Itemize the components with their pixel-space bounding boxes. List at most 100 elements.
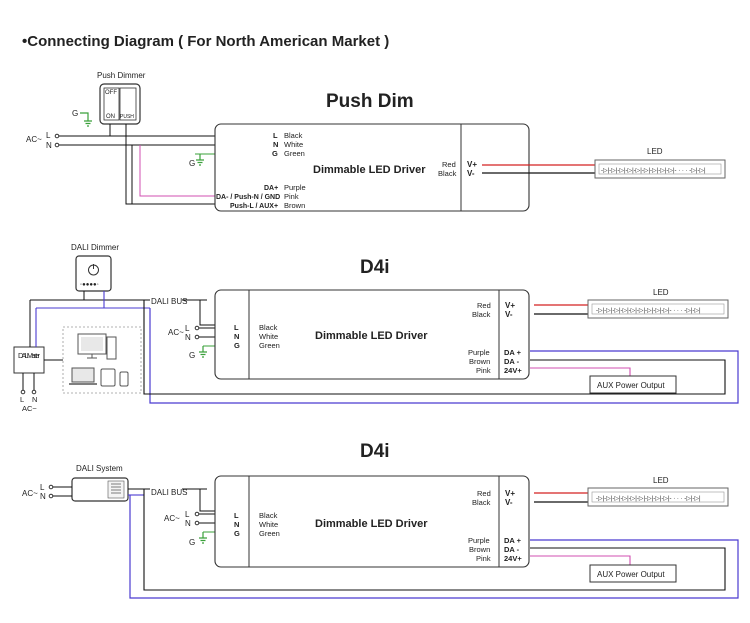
s3-black-out-label: Black	[472, 498, 491, 507]
s2-master-ac: AC~	[22, 404, 37, 413]
s2-led-chain: -▷|-▷|-▷|-▷|-▷|-▷|-▷|-▷|-▷|- · · · -▷|-▷…	[596, 308, 701, 314]
s3-n-label: N	[40, 492, 46, 501]
s2-driver-label: Dimmable LED Driver	[315, 330, 428, 342]
push-dimmer-switch: OFF ON PUSH	[99, 83, 141, 125]
s3-dali-bus-label: DALI BUS	[151, 488, 187, 497]
s3-da-plus: DA +	[504, 536, 522, 545]
s1-l-label: L	[46, 131, 51, 140]
s1-white-wire-label: White	[284, 140, 303, 149]
s3-black-label: Black	[259, 511, 278, 520]
s3-driver-box	[214, 475, 530, 568]
s1-n-terminal: N	[273, 140, 278, 149]
s3-pink-label: Pink	[476, 554, 491, 563]
s3-brown-label: Brown	[469, 545, 490, 554]
s2-purple-label: Purple	[468, 348, 490, 357]
s3-g-label: G	[189, 538, 195, 547]
s3-led-chain: -▷|-▷|-▷|-▷|-▷|-▷|-▷|-▷|-▷|- · · · -▷|-▷…	[596, 496, 701, 502]
s1-driver-label: Dimmable LED Driver	[313, 164, 426, 176]
s1-led-chain: -▷|-▷|-▷|-▷|-▷|-▷|-▷|-▷|-▷|- · · · -▷|-▷…	[601, 168, 706, 174]
s2-da-minus: DA -	[504, 357, 520, 366]
s3-ac-label2: AC~	[164, 514, 180, 523]
s3-ac-label: AC~	[22, 489, 38, 498]
s1-ground-icon	[196, 154, 204, 166]
s2-dali-loop	[149, 308, 739, 404]
s3-white-label: White	[259, 520, 278, 529]
s2-brown-label: Brown	[469, 357, 490, 366]
monitor-icon	[77, 333, 107, 359]
s1-purple-label: Purple	[284, 183, 306, 192]
s3-ground-icon	[199, 532, 207, 544]
s2-ac-label: AC~	[168, 328, 184, 337]
switch-push-text: PUSH	[120, 114, 134, 120]
s3-black-return	[143, 489, 726, 591]
s1-pink-wire	[139, 145, 215, 197]
s1-pink-label: Pink	[284, 192, 299, 201]
s3-24v: 24V+	[504, 554, 522, 563]
dali-master-label: DALI Master	[18, 351, 41, 360]
s3-l-label: L	[40, 483, 45, 492]
dimmer-ground-icon	[80, 112, 92, 127]
dimmer-ground-label: G	[72, 109, 78, 118]
s1-vplus: V+	[467, 160, 477, 169]
s3-aux-box	[589, 564, 677, 583]
dali-dimmer-label: DALI Dimmer	[71, 243, 119, 252]
pc-tower-icon	[106, 336, 117, 360]
s1-da-plus: DA+	[264, 185, 278, 192]
s2-aux-label: AUX Power Output	[597, 381, 665, 390]
s1-ac-label: AC~	[26, 135, 42, 144]
s2-red-label: Red	[477, 301, 491, 310]
s2-l-label: L	[185, 324, 190, 333]
tablet-icon	[100, 368, 116, 387]
s3-red-label: Red	[477, 489, 491, 498]
s1-push-l: Push-L / AUX+	[230, 203, 278, 210]
s3-vminus: V-	[505, 498, 513, 507]
s3-aux-label: AUX Power Output	[597, 570, 665, 579]
s2-black-out-label: Black	[472, 310, 491, 319]
s1-green-wire-label: Green	[284, 149, 305, 158]
s2-aux-box	[589, 375, 677, 394]
s2-ground-icon	[199, 346, 207, 358]
s1-g-terminal: G	[272, 149, 278, 158]
s1-black-label: Black	[438, 169, 457, 178]
push-dimmer-label: Push Dimmer	[97, 71, 146, 80]
s3-n-label2: N	[185, 519, 191, 528]
s3-driver-label: Dimmable LED Driver	[315, 518, 428, 530]
s2-n-terminal: N	[234, 332, 239, 341]
switch-on-text: ON	[106, 114, 115, 120]
s1-red-label: Red	[442, 160, 456, 169]
s1-g-label: G	[189, 159, 195, 168]
s1-driver-box	[214, 123, 530, 212]
s2-l-terminal: L	[234, 323, 239, 332]
s2-24v: 24V+	[504, 366, 522, 375]
s3-l-terminal: L	[234, 511, 239, 520]
s1-l-terminal: L	[273, 131, 278, 140]
s2-driver-box	[214, 289, 530, 380]
s2-black-label: Black	[259, 323, 278, 332]
s2-white-label: White	[259, 332, 278, 341]
section2-title: D4i	[360, 257, 390, 278]
s3-n-terminal: N	[234, 520, 239, 529]
s2-master-l: L	[20, 395, 24, 404]
s2-g-label: G	[189, 351, 195, 360]
s2-pink-label: Pink	[476, 366, 491, 375]
s2-vminus: V-	[505, 310, 513, 319]
svg-text:◦●●●●◦: ◦●●●●◦	[80, 282, 99, 288]
s3-g-terminal: G	[234, 529, 240, 538]
s3-vplus: V+	[505, 489, 515, 498]
section3-title: D4i	[360, 441, 390, 462]
section1-title: Push Dim	[326, 91, 414, 112]
laptop-icon	[69, 367, 97, 385]
s1-n-label: N	[46, 141, 52, 150]
s3-purple-label: Purple	[468, 536, 490, 545]
s2-master-n: N	[32, 395, 37, 404]
phone-icon	[119, 371, 129, 387]
s1-da-minus: DA- / Push-N / GND	[216, 194, 280, 201]
s2-green-label: Green	[259, 341, 280, 350]
dali-system-label: DALI System	[76, 464, 123, 473]
s1-wires	[59, 124, 215, 205]
s3-da-minus: DA -	[504, 545, 520, 554]
dali-system-device	[71, 477, 129, 502]
s2-black-return	[143, 300, 726, 395]
s1-vminus: V-	[467, 169, 475, 178]
